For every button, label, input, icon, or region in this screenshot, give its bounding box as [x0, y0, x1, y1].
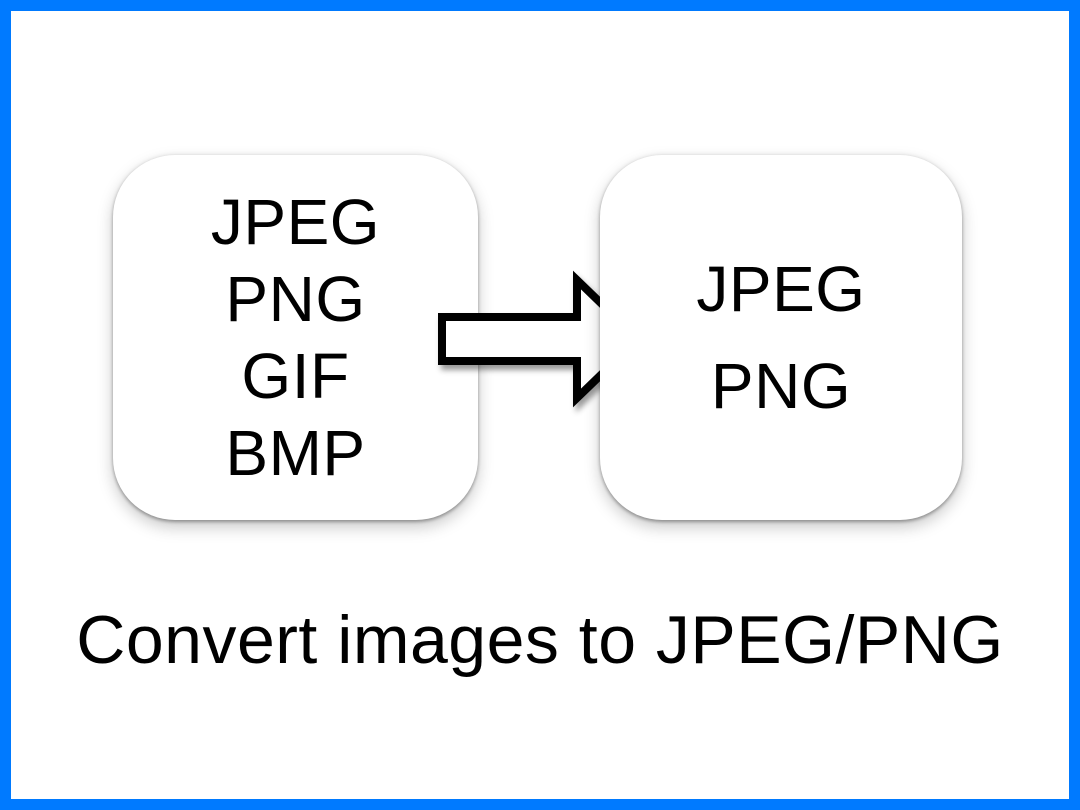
target-format-label: PNG — [710, 349, 852, 422]
source-format-label: PNG — [225, 262, 366, 335]
target-format-label: JPEG — [696, 252, 866, 325]
target-formats-box: JPEG PNG — [600, 155, 962, 520]
caption-text: Convert images to JPEG/PNG — [76, 602, 1004, 678]
source-format-label: GIF — [241, 339, 350, 412]
source-formats-box: JPEG PNG GIF BMP — [113, 155, 478, 520]
source-format-label: JPEG — [210, 185, 381, 258]
source-format-label: BMP — [225, 416, 366, 489]
